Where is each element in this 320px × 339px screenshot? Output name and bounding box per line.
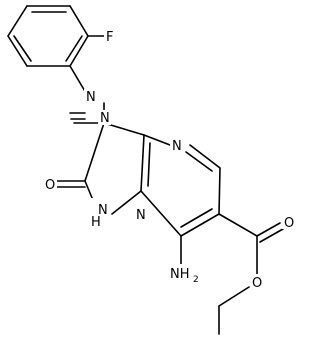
nh-h-label: H — [91, 215, 101, 230]
chemical-structure-diagram: F N N N N N H O NH 2 O O — [7, 5, 296, 335]
ring-n-bridge-label: N — [136, 208, 146, 223]
azo-n2-label: N — [100, 111, 110, 126]
amine-label: NH — [170, 267, 190, 282]
amine-subscript-label: 2 — [193, 275, 199, 285]
carbonyl-o-label: O — [45, 178, 55, 193]
phenyl-inner-3 — [13, 35, 32, 62]
ester-carbonyl-o-label: O — [284, 216, 294, 231]
pyrimidine-bond-4 — [180, 213, 220, 237]
pyrimidine-bond-5 — [140, 190, 182, 237]
nh-n-label: N — [98, 203, 108, 218]
phenyl-bond-2 — [69, 5, 89, 37]
atom-labels: F N N N N N H O NH 2 O O — [43, 28, 296, 291]
phenyl-bond-6 — [7, 5, 28, 37]
ethyl-bond-1 — [218, 286, 250, 307]
ring-n-top-label: N — [172, 139, 182, 154]
azo-n1-label: N — [86, 90, 96, 105]
pyrimidine-bond-2 — [189, 144, 221, 169]
pyrimidine-bond-1 — [143, 134, 171, 146]
pyrazole-bond-5 — [84, 122, 105, 182]
pyrazole-bond-2 — [140, 134, 145, 192]
fluorine-label: F — [106, 30, 113, 45]
pyrimidine-bond-2b — [185, 151, 213, 172]
pyrazole-bond-3 — [111, 190, 142, 215]
phenyl-bond-5 — [7, 35, 28, 67]
phenyl-bond-3 — [69, 35, 89, 67]
ester-carbonyl-b — [259, 228, 284, 243]
pyrimidine-bond-3 — [218, 167, 221, 215]
molecule-canvas: F N N N N N H O NH 2 O O — [7, 5, 296, 335]
pyrimidine-inner — [147, 142, 151, 187]
bonds — [7, 5, 284, 335]
ester-carbonyl-a — [256, 222, 281, 237]
ester-o-label: O — [252, 276, 262, 291]
pyrimidine-bond-4b — [180, 208, 213, 228]
phenyl-inner-2 — [65, 35, 83, 62]
phenyl-azo-bond — [69, 65, 87, 94]
ester-c-bond — [218, 213, 258, 237]
